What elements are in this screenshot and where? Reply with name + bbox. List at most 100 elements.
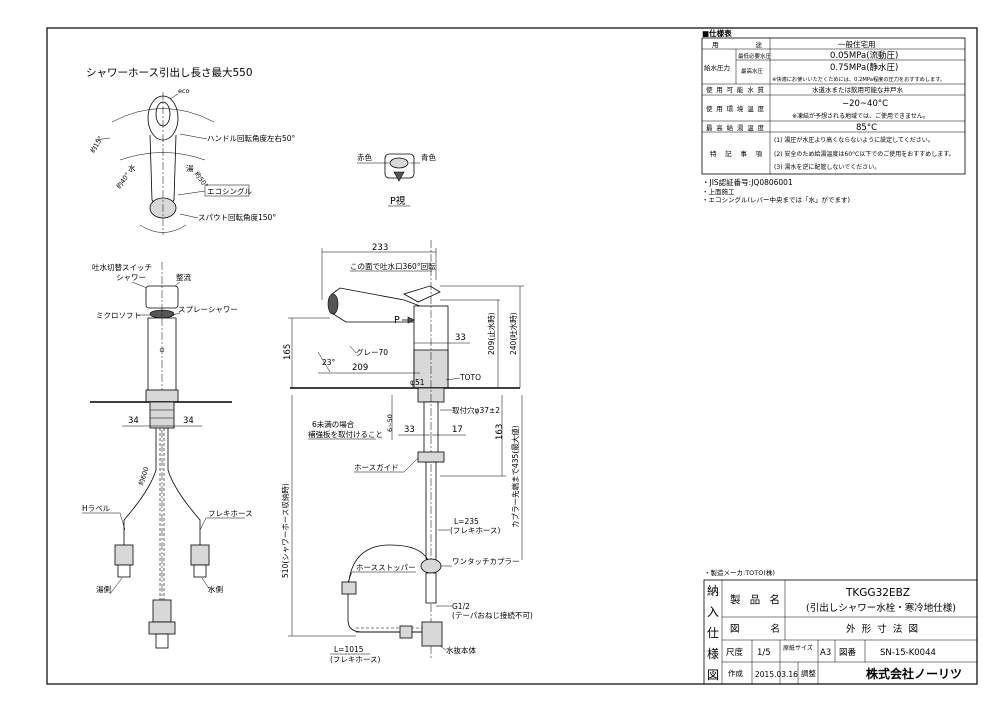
spec-row-5-value: 85°C [856, 123, 877, 133]
hose-length-note: シャワーホース引出し長さ最大550 [86, 66, 253, 79]
approx-dim: 約600 [136, 466, 150, 487]
spec-row-6-line-1: (2) 安全のため給湯温度は60°C以下でのご使用をおすすめします。 [774, 150, 955, 158]
spec-row-4-label: 使用環境温度 [706, 104, 765, 113]
product-code: TKGG32EBZ [845, 587, 910, 599]
switch-label: 吐水切替スイッチ [92, 262, 152, 272]
check-label: 調整 [801, 668, 816, 678]
shower-hose-len: 510(シャワーホース収納時) [280, 483, 290, 578]
company-name: 株式会社ノーリツ [866, 666, 962, 681]
dim-233: 233 [372, 243, 388, 253]
dim-33-lower: 33 [404, 425, 415, 435]
hot-label: 湯 [186, 163, 194, 173]
top-view: シャワーホース引出し長さ最大550 eco ハンドル回転角度左右50° 約15°… [86, 66, 296, 235]
phi-51: φ51 [410, 378, 425, 387]
spec-row-6-line-2: (3) 湯水を逆に配管しないでください。 [774, 163, 880, 171]
dim-17: 17 [452, 425, 463, 435]
l-235: L=235 [454, 517, 479, 526]
one-touch-label: ワンタッチカプラー [452, 557, 520, 566]
drawing-label: 図名 [730, 623, 780, 635]
red-label: 赤色 [357, 152, 372, 162]
mount-hole-label: 取付穴φ37±2 [452, 405, 500, 415]
scale-value: 1/5 [757, 648, 771, 658]
micro-soft-label: ミクロソフト [96, 311, 141, 320]
spec-row-0-value: 一般住宅用 [838, 39, 876, 49]
water-label: 水 [128, 163, 136, 173]
dim-209-vert: 209(止水時) [486, 312, 496, 355]
hot-side-label: 湯側 [96, 584, 111, 594]
eco-label: eco [178, 87, 190, 95]
spec-note-2: ・エコシングル(レバー中央までは「水」がでます) [702, 195, 850, 204]
spec-row-0-label: 用途 [712, 40, 763, 49]
spout-360-note: この面で吐水口360°回転 [350, 261, 436, 271]
dim-6-50: 6~50 [386, 414, 394, 432]
flow-label: 整流 [176, 272, 191, 282]
l-235-sub: (フレキホース) [450, 526, 501, 535]
counter-note-2: 補強板を取付けること [308, 429, 383, 439]
paper-value: A3 [820, 648, 831, 658]
spec-table: ■仕様表 用途 一般住宅用 給水圧力 最低必要水圧 0.05MPa(流動圧) 最… [701, 28, 966, 204]
spec-row-4-note: ※凍結が予想される地域では、ご使用できません。 [792, 112, 929, 120]
spec-row-1-label: 給水圧力 [704, 63, 730, 72]
p-arrow: P [394, 315, 400, 326]
cold-side-label: 水側 [208, 584, 223, 594]
dim-33-upper: 33 [455, 333, 466, 343]
spec-row-3-label: 使用可能水質 [706, 85, 765, 94]
h-label: Hラベル [82, 504, 111, 513]
spec-row-6-line-0: (1) 湯圧が水圧より高くならないように設定してください。 [774, 136, 934, 144]
front-view: 吐水切替スイッチ シャワー 整流 ミクロソフト スプレーシャワー 34 34 約… [82, 262, 253, 650]
spec-note-1: ・上面施工 [702, 187, 735, 196]
maker-label: ・製造メーカ:TOTO(株) [704, 568, 775, 577]
side-char-4: 図 [707, 668, 719, 682]
spec-row-2-note: ※快適にお使いいただくためには、0.2MPa程度の圧力をおすすめします。 [772, 75, 945, 83]
date-value: 2015.03.16 [755, 670, 798, 679]
l-1015-sub: (フレキホース) [330, 655, 381, 664]
made-label: 作成 [728, 668, 743, 678]
scale-label: 尺度 [726, 647, 744, 658]
dim-left: 34 [128, 416, 139, 426]
spec-note-0: ・JIS認証番号:JQ0806001 [702, 177, 793, 187]
spec-row-6-label: 特記事項 [710, 149, 763, 158]
spec-row-1-value: 0.05MPa(流動圧) [830, 50, 898, 61]
title-block: ・製造メーカ:TOTO(株) 納 入 仕 様 図 製品名 TKGG32EBZ (… [703, 568, 978, 685]
product-name: (引出しシャワー水栓・寒冷地仕様) [806, 602, 956, 614]
spec-row-3-value: 水道水または飲用可能な井戸水 [812, 85, 904, 94]
g12-label: G1/2 [452, 602, 470, 611]
hose-guide-label: ホースガイド [354, 462, 399, 472]
product-label: 製品名 [730, 593, 780, 606]
angle-left: 約40° [114, 170, 132, 190]
handle-rotation-label: ハンドル回転角度左右50° [207, 133, 296, 143]
spec-row-2-value: 0.75MPa(静水圧) [830, 62, 898, 73]
hose-stopper-label: ホースストッパー [356, 563, 416, 572]
side-char-2: 仕 [707, 626, 719, 640]
coupler-note: カプラー先端まで435(最大値) [510, 425, 520, 528]
drawing-name: 外形寸法図 [846, 623, 918, 635]
p-view: 赤色 青色 P視 [357, 152, 436, 207]
paper-label: 原紙サイズ [783, 644, 813, 652]
spray-shower-label: スプレーシャワー [178, 305, 238, 314]
counter-note-1: 6未満の場合 [312, 419, 355, 429]
eco-single-label: エコシングル [207, 186, 252, 196]
side-char-0: 納 [707, 584, 719, 598]
number-value: SN-15-K0044 [880, 648, 936, 658]
spec-row-1-sub: 最低必要水圧 [738, 52, 772, 60]
dim-165: 165 [283, 344, 293, 360]
blue-label: 青色 [421, 152, 436, 162]
dim-163: 163 [495, 424, 505, 440]
outer-frame [46, 27, 978, 685]
dim-240-vert: 240(吐水時) [508, 312, 518, 355]
side-char-3: 様 [707, 647, 719, 661]
spout-rotation-label: スパウト回転角度150° [198, 212, 276, 222]
spray-shower-text: スプレーシャワー [178, 305, 238, 314]
l-1015: L=1015 [334, 645, 364, 654]
side-view: 233 この面で吐水口360°回転 P 33 グレー70 165 23° 209 [280, 240, 533, 664]
number-label: 図番 [839, 647, 857, 658]
dim-209: 209 [352, 363, 368, 373]
spec-row-4-value: −20~40°C [842, 99, 888, 109]
water-valve-label: 水抜本体 [446, 645, 476, 655]
dim-23: 23° [322, 358, 336, 367]
angle-top: 約15° [88, 134, 105, 154]
spec-row-2-sub: 最高水圧 [741, 67, 764, 75]
shower-label: シャワー [116, 273, 146, 282]
